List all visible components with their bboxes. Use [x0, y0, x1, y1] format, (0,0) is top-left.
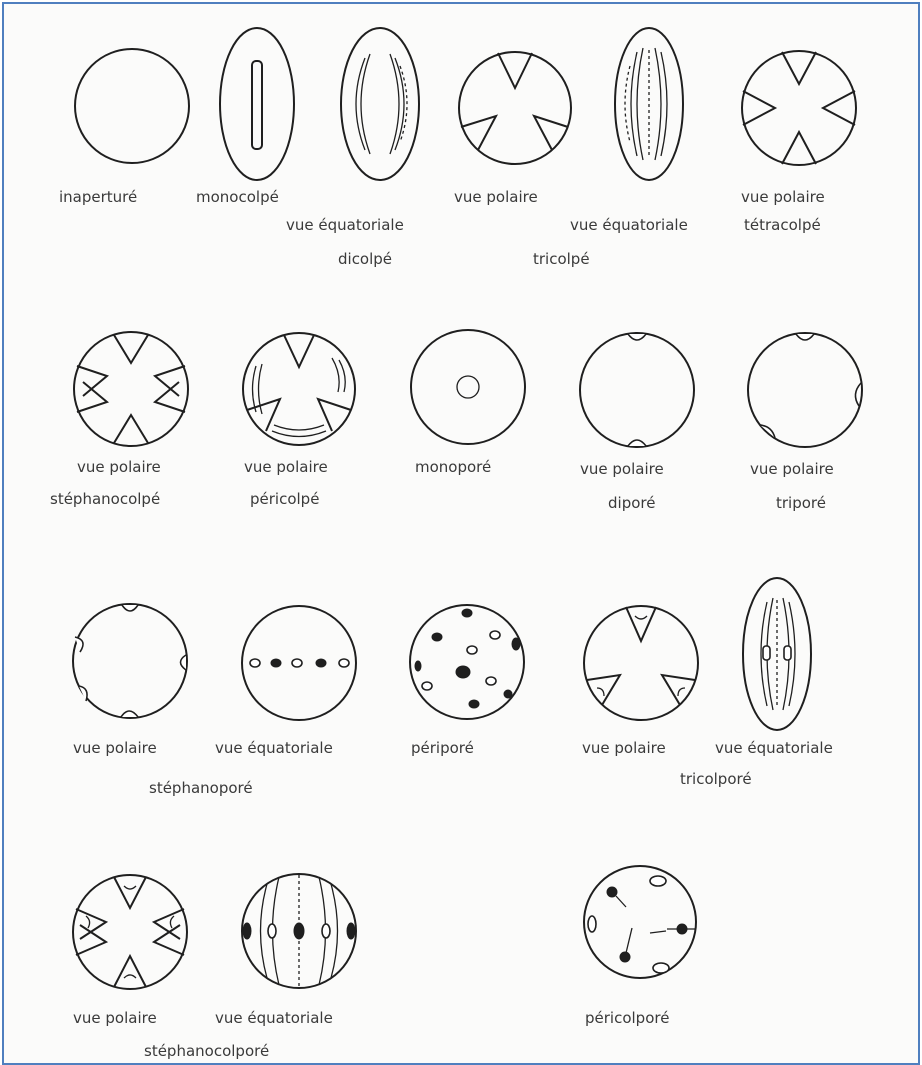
monopore-diagram — [411, 330, 525, 444]
stephanopore-polar-diagram — [73, 604, 187, 718]
peripore-diagram — [410, 605, 524, 719]
label-tetracolpe-view: vue polaire — [741, 188, 825, 206]
monocolpe-diagram — [220, 28, 294, 180]
stephanocolpore-polar-diagram — [73, 875, 187, 989]
pericolpe-polar-diagram — [243, 333, 355, 445]
label-tricolpore-polar: vue polaire — [582, 739, 666, 757]
label-stephanocolpore: stéphanocolporé — [144, 1042, 269, 1060]
stephanocolpore-equatorial-diagram — [242, 874, 356, 988]
stephanocolpe-polar-diagram — [74, 332, 188, 446]
dipore-polar-diagram — [580, 333, 694, 447]
label-peripore: périporé — [411, 739, 474, 757]
label-tricolpe: tricolpé — [533, 250, 590, 268]
tricolpore-polar-diagram — [584, 606, 698, 720]
tripore-polar-diagram — [748, 333, 862, 447]
label-tripore: triporé — [776, 494, 826, 512]
stephanopore-equatorial-diagram — [242, 606, 356, 720]
label-dipore: diporé — [608, 494, 655, 512]
label-stephanopore-polar: vue polaire — [73, 739, 157, 757]
label-dipore-view: vue polaire — [580, 460, 664, 478]
label-inaperture: inaperturé — [59, 188, 137, 206]
label-stephanopore: stéphanoporé — [149, 779, 253, 797]
dicolpe-equatorial-diagram — [341, 28, 419, 180]
tricolpore-equatorial-diagram — [743, 578, 811, 730]
label-pericolpe-view: vue polaire — [244, 458, 328, 476]
label-monopore: monoporé — [415, 458, 491, 476]
label-stephanocolpore-equatorial: vue équatoriale — [215, 1009, 333, 1027]
label-pericolpore: péricolporé — [585, 1009, 669, 1027]
label-stephanocolpe: stéphanocolpé — [50, 490, 160, 508]
label-stephanocolpe-view: vue polaire — [77, 458, 161, 476]
label-tricolpe-polar: vue polaire — [454, 188, 538, 206]
label-tricolpore: tricolporé — [680, 770, 752, 788]
label-pericolpe: péricolpé — [250, 490, 319, 508]
label-tetracolpe: tétracolpé — [744, 216, 821, 234]
label-dicolpe-view: vue équatoriale — [286, 216, 404, 234]
inaperture-diagram — [75, 49, 189, 163]
tricolpe-equatorial-diagram — [615, 28, 683, 180]
label-tricolpore-equatorial: vue équatoriale — [715, 739, 833, 757]
tetracolpe-polar-diagram — [742, 51, 856, 165]
label-tripore-view: vue polaire — [750, 460, 834, 478]
tricolpe-polar-diagram — [459, 52, 571, 164]
label-stephanocolpore-polar: vue polaire — [73, 1009, 157, 1027]
pollen-types-plate: inaperturé monocolpé vue équatoriale dic… — [4, 4, 918, 1063]
label-dicolpe: dicolpé — [338, 250, 392, 268]
label-tricolpe-equatorial: vue équatoriale — [570, 216, 688, 234]
label-stephanopore-equatorial: vue équatoriale — [215, 739, 333, 757]
label-monocolpe: monocolpé — [196, 188, 279, 206]
pericolpore-diagram — [584, 866, 696, 978]
